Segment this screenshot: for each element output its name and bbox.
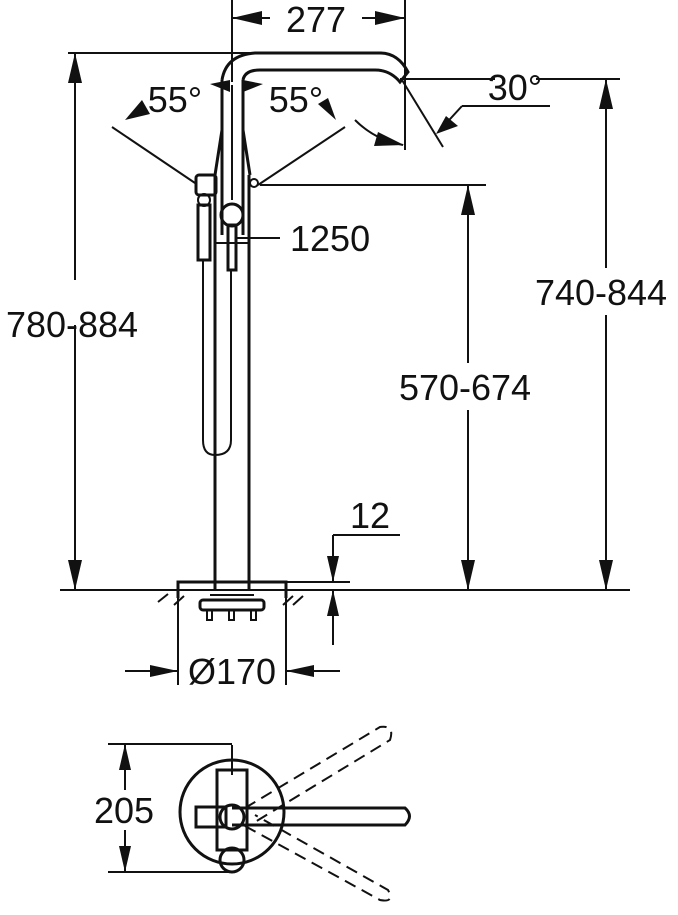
base-diameter-dimension: Ø170	[125, 651, 340, 692]
hose-length-dimension: 1250	[236, 218, 370, 259]
outlet-height-dimension: 740-844	[535, 79, 667, 590]
total-height-dimension: 780-884	[6, 53, 138, 590]
spout-angle-dimension: 30°	[354, 67, 550, 148]
handle-height-label: 570-674	[399, 367, 531, 408]
top-view: 205	[94, 725, 411, 902]
base-thickness-label: 12	[350, 495, 390, 536]
faucet-body	[194, 80, 259, 590]
swivel-left-label: 55°	[148, 79, 202, 120]
handle-swivel-dimensions: 55° 55°	[111, 79, 346, 186]
floor-base	[60, 580, 630, 685]
top-view-depth-label: 205	[94, 790, 154, 831]
base-diameter-label: Ø170	[188, 651, 276, 692]
spout-reach-label: 277	[286, 0, 346, 40]
handle-height-dimension: 570-674	[260, 184, 531, 590]
swivel-right-label: 55°	[269, 79, 323, 120]
spout-reach-dimension: 277	[231, 0, 406, 150]
spout-angle-label: 30°	[488, 67, 542, 108]
base-thickness-dimension: 12	[286, 495, 400, 645]
total-height-label: 780-884	[6, 304, 138, 345]
outlet-height-label: 740-844	[535, 272, 667, 313]
hose-length-label: 1250	[290, 218, 370, 259]
